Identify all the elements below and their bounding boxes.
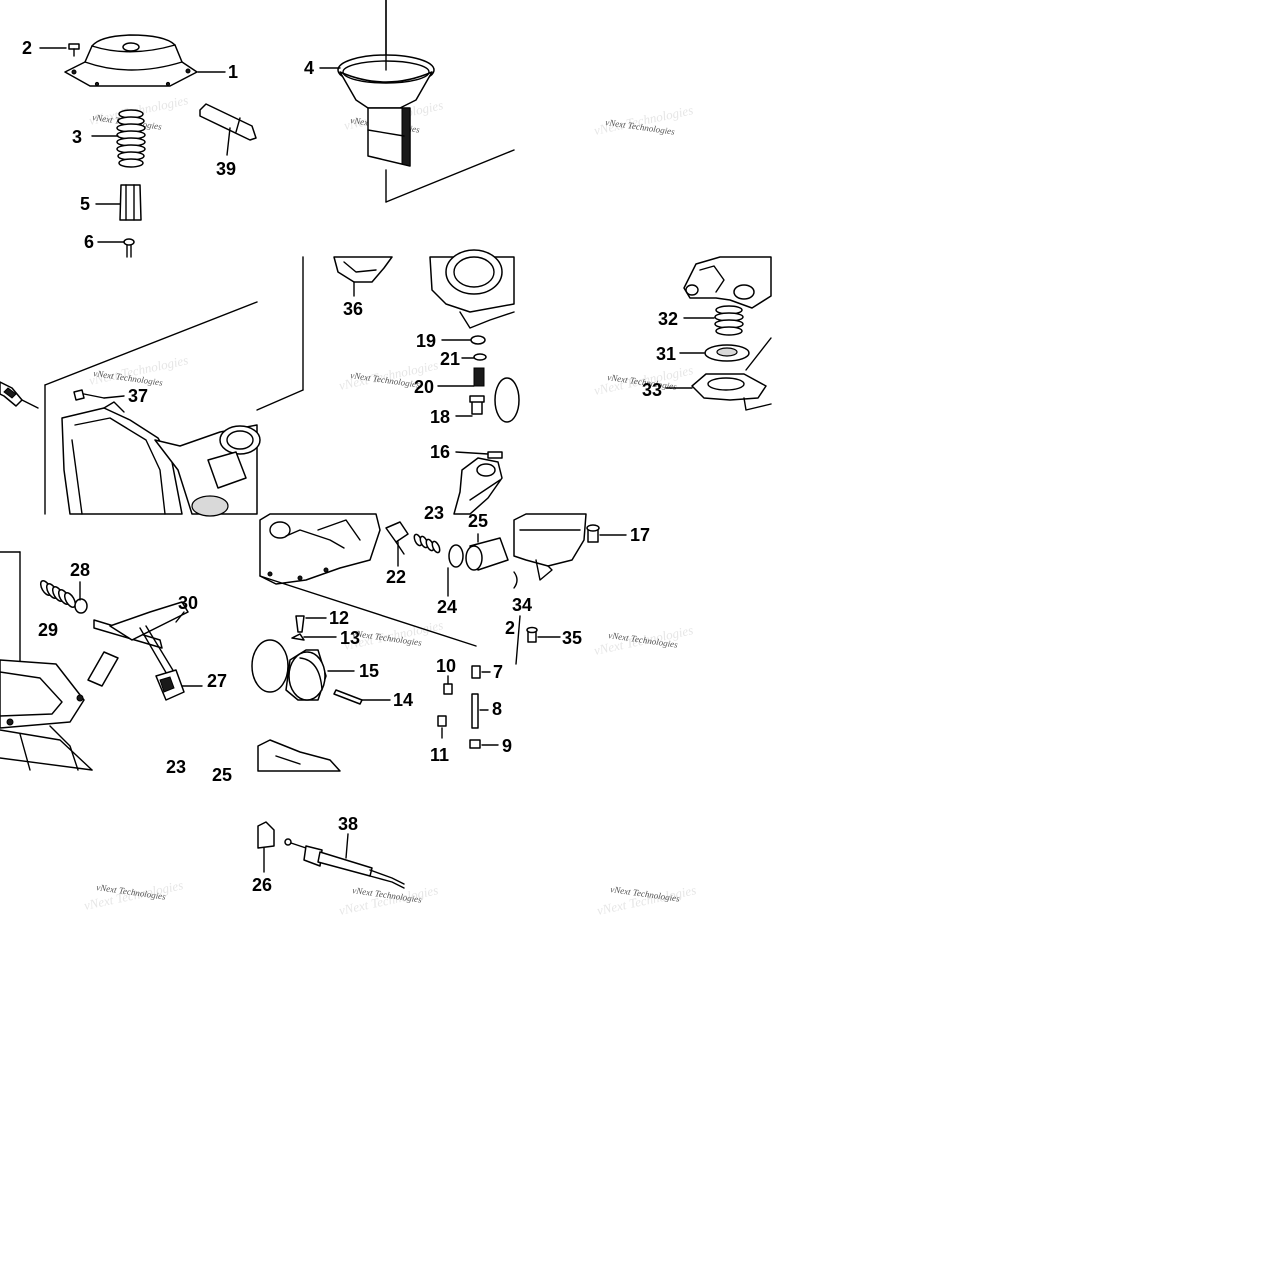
choke-cable-assembly [257,821,405,889]
callout-19: 19 [416,331,436,351]
callout-8: 8 [492,699,502,719]
callout-24: 24 [437,597,457,617]
diaphragm-cover-assembly [39,34,257,258]
carburetor-base-left [0,551,203,771]
carburetor-body-left [0,301,261,517]
callout-21: 21 [440,349,460,369]
callout-34: 34 [512,595,532,615]
choke-diaphragm-assembly [665,256,772,411]
callout-27: 27 [207,671,227,691]
spring-part [39,580,77,608]
callout-16: 16 [430,442,450,462]
callout-26-partial: 26 [252,875,272,895]
spring-part [116,109,146,168]
callout-9: 9 [502,736,512,756]
callout-32: 32 [658,309,678,329]
callout-13: 13 [340,628,360,648]
callout-7: 7 [493,662,503,682]
callout-37: 37 [128,386,148,406]
callout-38: 38 [338,814,358,834]
callout-25-partial: 25 [212,765,232,785]
callout-33: 33 [642,380,662,400]
spring-part [714,305,744,336]
bowl-screw-assembly [513,513,627,665]
callout-4: 4 [304,58,314,78]
callout-39: 39 [216,159,236,179]
callout-30: 30 [178,593,198,613]
callout-3: 3 [72,127,82,147]
callout-28: 28 [70,560,90,580]
callout-2: 2 [22,38,32,58]
callout-29: 29 [38,620,58,640]
callout-14: 14 [393,690,413,710]
spring-part [413,533,441,554]
float-bowl-assembly [251,513,509,772]
callout-12: 12 [329,608,349,628]
callout-25: 25 [468,511,488,531]
callout-5: 5 [80,194,90,214]
callout-6: 6 [84,232,94,252]
callout-17: 17 [630,525,650,545]
callout-22: 22 [386,567,406,587]
diaphragm-slide-assembly [319,0,515,203]
callout-23: 23 [166,757,186,777]
callout-31: 31 [656,344,676,364]
callout-35: 35 [562,628,582,648]
callout-23-partial: 23 [424,503,444,523]
callout-18: 18 [430,407,450,427]
callout-1: 1 [228,62,238,82]
callout-10: 10 [436,656,456,676]
callout-11: 11 [430,745,449,765]
carburetor-body-center [256,249,520,515]
callout-15: 15 [359,661,379,681]
callout-20: 20 [414,377,434,397]
callout-36: 36 [343,299,363,319]
callout-2-partial: 2 [505,618,515,638]
